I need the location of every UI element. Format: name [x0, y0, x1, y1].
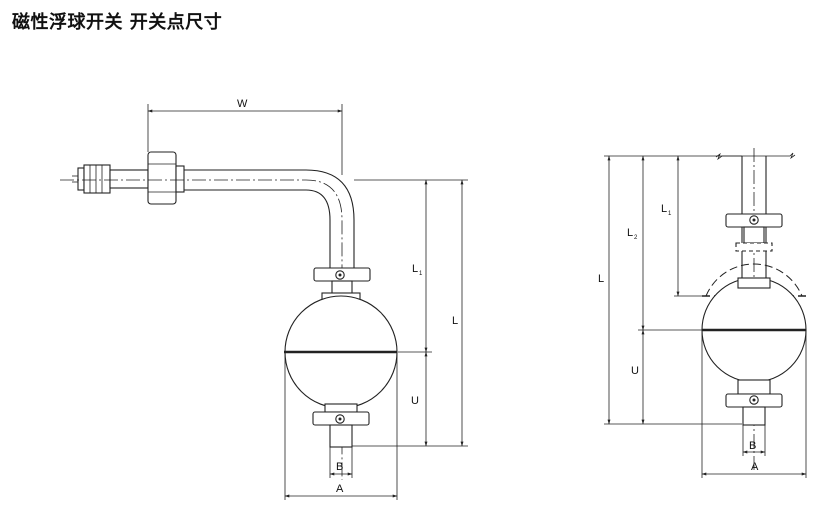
upper-stop-collar-right: [725, 213, 783, 244]
dimension-w: W: [147, 98, 343, 175]
lower-stop-collar: [312, 411, 370, 448]
dimension-a-right-label: A: [751, 461, 759, 473]
dimension-l2-label: L: [627, 227, 633, 239]
dimension-l1-right: L 1: [661, 155, 702, 297]
dimension-l2-subscript: 2: [634, 235, 638, 241]
float-ball: [284, 295, 398, 413]
dimension-l1: L 1: [398, 179, 432, 353]
dimension-l1-right-label: L: [661, 203, 667, 215]
dimension-a-label: A: [336, 483, 344, 495]
lower-stop-collar-right: [725, 393, 783, 426]
upper-stop-collar: [313, 267, 371, 301]
left-float-switch: W L L 1 U B: [60, 98, 468, 500]
dimension-l-right: L: [598, 155, 742, 425]
float-ball-right: [701, 277, 807, 395]
dimension-b-right: B: [742, 425, 766, 456]
dimension-b: B: [329, 447, 353, 478]
dimension-a: A: [284, 352, 398, 500]
break-line: [715, 152, 796, 161]
bent-stem-tube: [60, 169, 355, 480]
cable-connector: [72, 164, 149, 194]
dimension-b-right-label: B: [749, 440, 756, 452]
dimension-a-right: A: [701, 330, 807, 478]
dimension-w-label: W: [237, 98, 248, 110]
dimension-b-label: B: [336, 461, 343, 473]
dimension-l: L: [352, 179, 468, 447]
dimension-l-right-label: L: [598, 273, 604, 285]
dimension-l1-subscript: 1: [419, 271, 423, 277]
dimension-u-right: U: [631, 329, 645, 425]
dimension-l-label: L: [452, 315, 458, 327]
dimension-l1-label: L: [412, 263, 418, 275]
right-float-switch: L L 2 U L 1 B: [598, 148, 807, 478]
dimension-u-label: U: [411, 395, 419, 407]
hex-nut: [147, 151, 185, 205]
page-title: 磁性浮球开关 开关点尺寸: [12, 12, 223, 33]
dimension-l2: L 2: [627, 155, 702, 331]
dimension-l1-right-subscript: 1: [668, 211, 672, 217]
dimension-u: U: [411, 351, 428, 447]
dimension-u-right-label: U: [631, 365, 639, 377]
